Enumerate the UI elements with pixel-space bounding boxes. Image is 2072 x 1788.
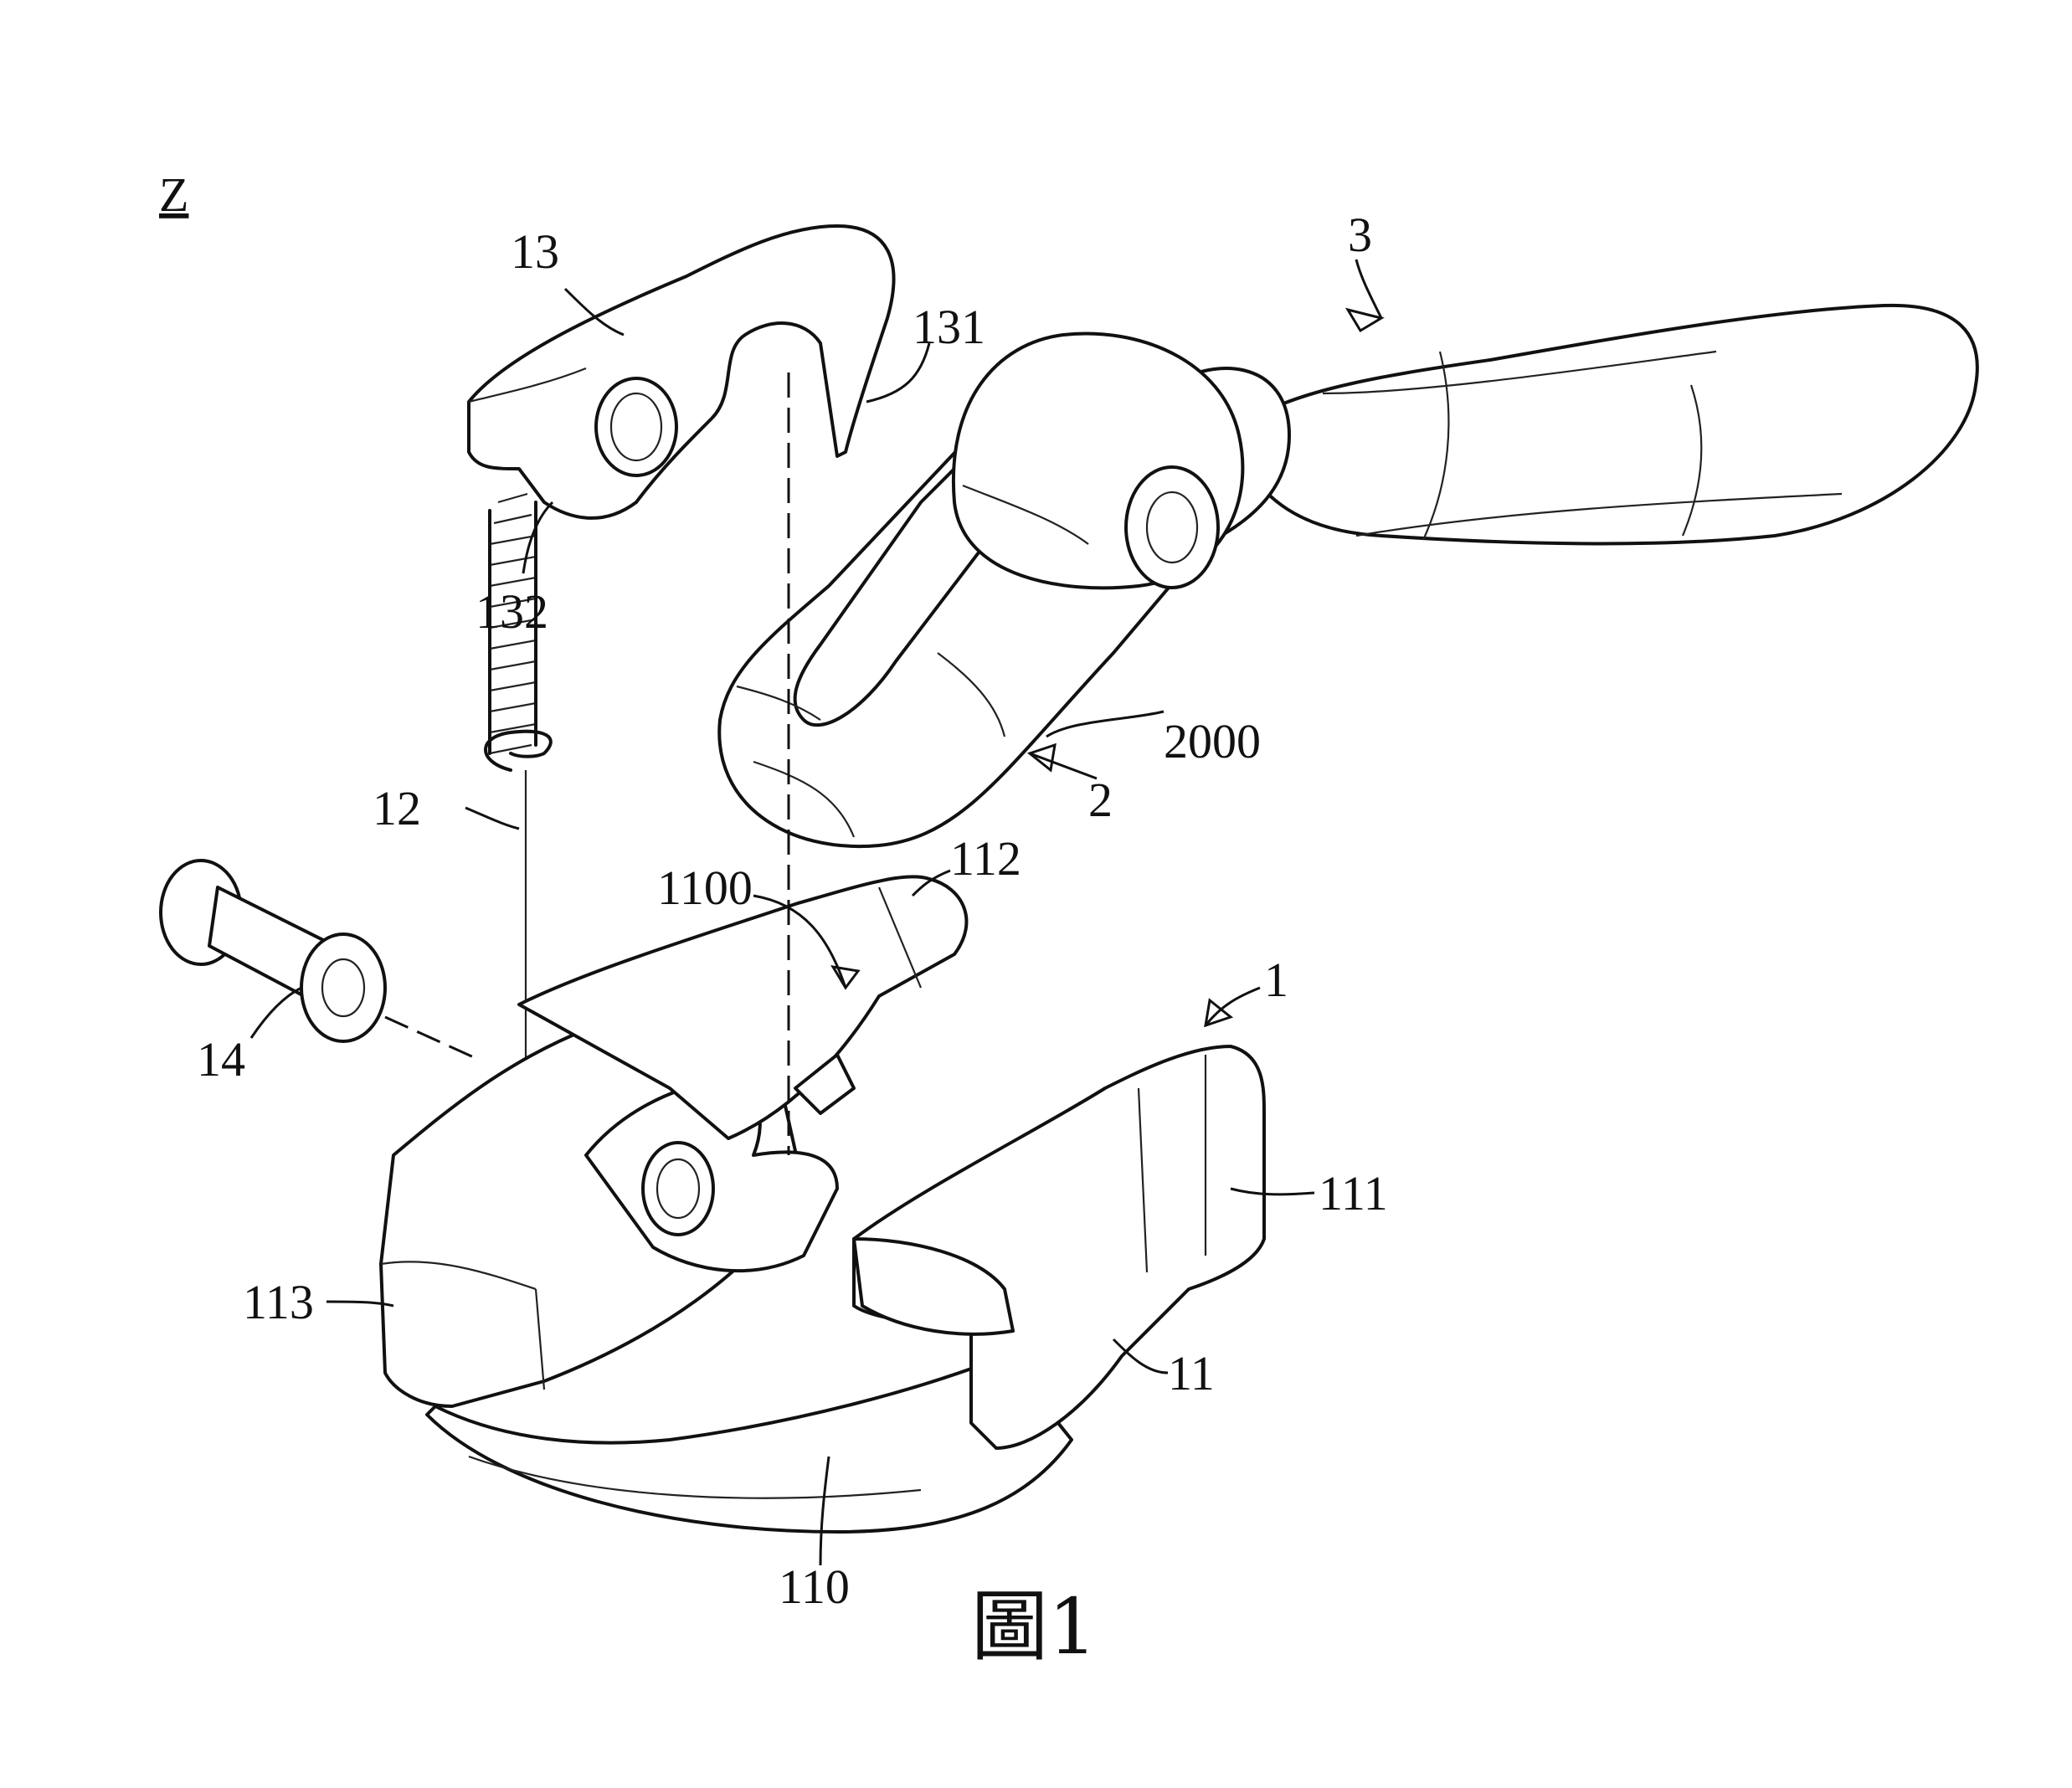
label-1: 1: [1264, 953, 1288, 1007]
label-1100: 1100: [657, 861, 753, 915]
label-112: 112: [950, 831, 1021, 886]
label-2: 2: [1088, 773, 1113, 827]
label-13: 13: [511, 224, 559, 279]
label-132: 132: [476, 584, 548, 639]
label-113: 113: [243, 1275, 314, 1329]
figure-caption: 圖1: [971, 1582, 1098, 1672]
label-3: 3: [1348, 208, 1372, 262]
figure-id-label: Z: [159, 167, 188, 222]
coil-spring-12: [484, 492, 553, 1080]
label-14: 14: [197, 1032, 245, 1087]
label-131: 131: [913, 300, 985, 354]
slider-body-1: [379, 875, 1266, 1534]
label-12: 12: [373, 781, 421, 835]
ring-head-cylinder: [951, 331, 1245, 590]
label-11: 11: [1168, 1346, 1215, 1400]
pin-14: [159, 859, 478, 1061]
leader-lines: [249, 259, 1385, 1566]
pull-tab-3: [1229, 303, 1979, 546]
label-2000: 2000: [1164, 714, 1261, 768]
label-111: 111: [1319, 1166, 1388, 1220]
label-110: 110: [779, 1559, 850, 1614]
lever-plate-13: [467, 224, 896, 520]
